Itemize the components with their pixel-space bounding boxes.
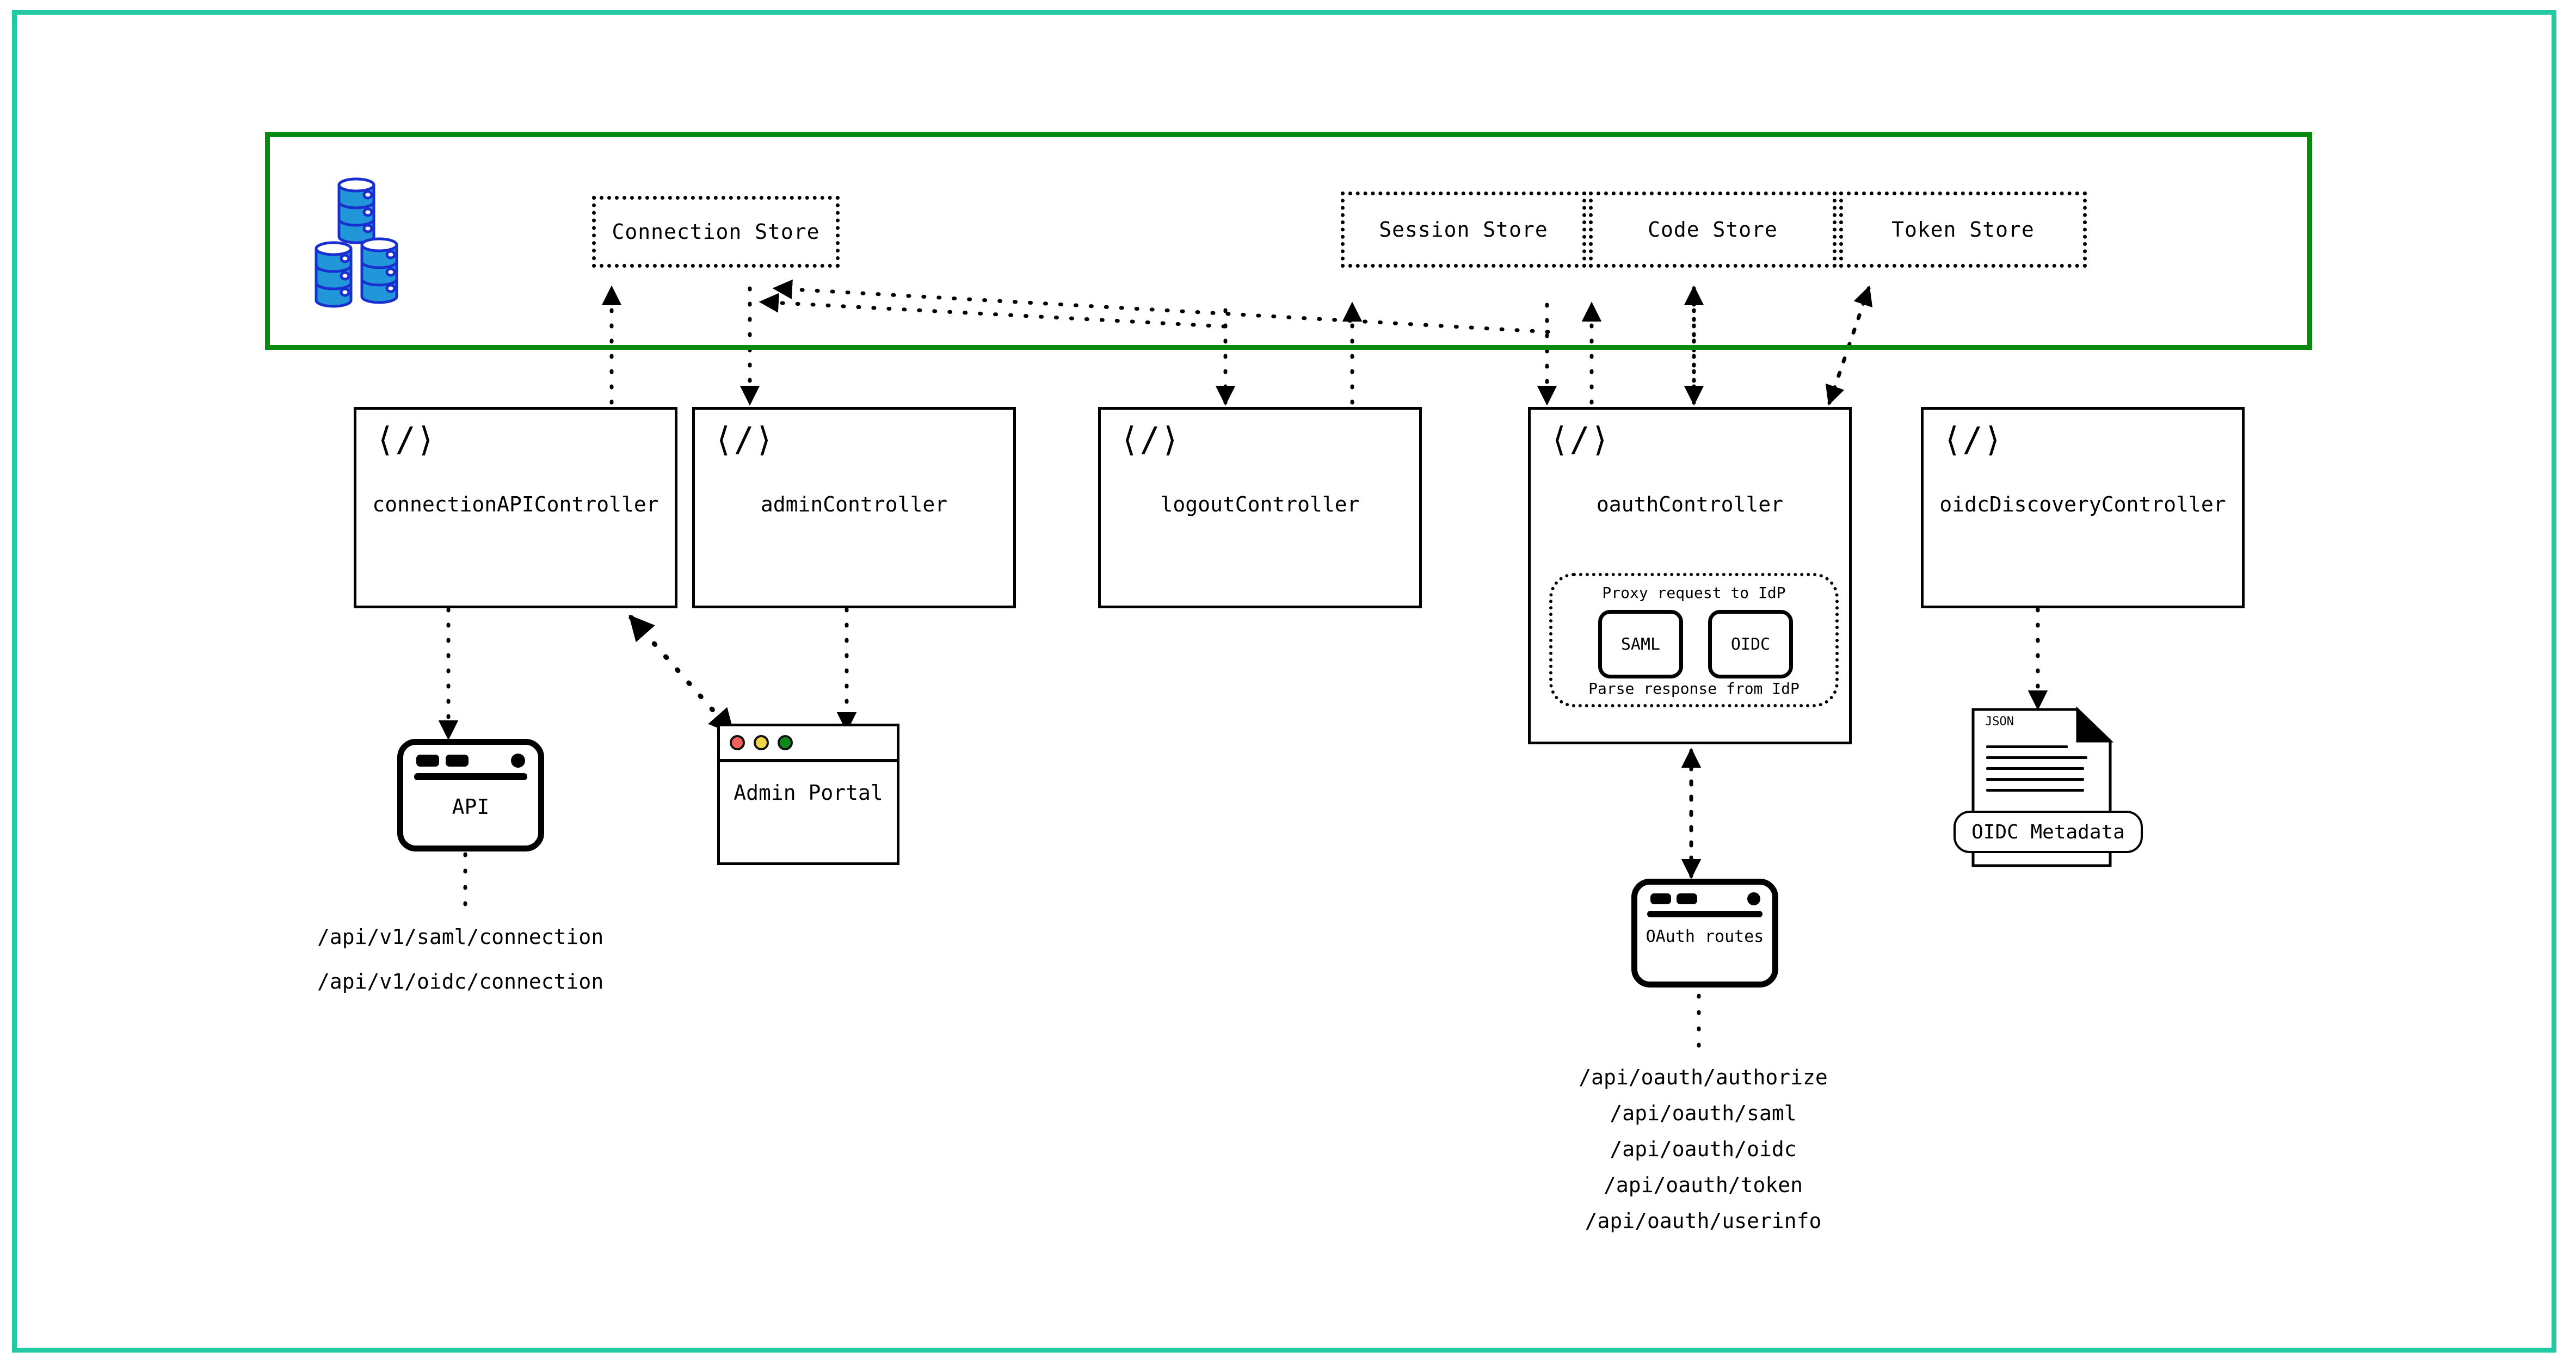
database-layer-container bbox=[265, 132, 2312, 350]
store-code-store[interactable]: Code Store bbox=[1589, 192, 1837, 268]
outer-frame bbox=[12, 10, 2556, 1353]
window-address-bar bbox=[1647, 911, 1762, 917]
controller-oauth-controller[interactable]: ⟨/⟩ oauthController Proxy request to IdP… bbox=[1528, 407, 1852, 744]
browser-window-icon-oauth-routes[interactable]: OAuth routes bbox=[1631, 879, 1778, 988]
connector-connectionapi-adminportal bbox=[628, 614, 735, 735]
window-control-dot bbox=[1747, 892, 1760, 905]
controller-label: connectionAPIController bbox=[372, 492, 659, 516]
doc-line bbox=[1986, 789, 2084, 792]
store-label: Token Store bbox=[1891, 218, 2035, 242]
code-icon: ⟨/⟩ bbox=[1942, 419, 2003, 459]
json-tag-label: JSON bbox=[1985, 715, 2014, 729]
controller-label: oidcDiscoveryController bbox=[1939, 492, 2226, 516]
database-stack-icon bbox=[307, 163, 443, 310]
traffic-light-red bbox=[730, 735, 745, 750]
window-control-square-2 bbox=[1677, 893, 1697, 904]
store-label: Code Store bbox=[1648, 218, 1778, 242]
idp-button-label: OIDC bbox=[1730, 634, 1771, 654]
doc-line bbox=[1986, 745, 2068, 748]
window-control-dot bbox=[511, 754, 525, 768]
window-control-square-2 bbox=[446, 755, 469, 767]
controller-label: adminController bbox=[760, 492, 948, 516]
controller-label: oauthController bbox=[1596, 492, 1784, 516]
doc-line bbox=[1986, 767, 2084, 770]
controller-connection-api-controller[interactable]: ⟨/⟩ connectionAPIController bbox=[354, 407, 677, 608]
controller-logout-controller[interactable]: ⟨/⟩ logoutController bbox=[1098, 407, 1422, 608]
idp-proxy-group: Proxy request to IdP SAML OIDC Parse res… bbox=[1549, 573, 1839, 707]
idp-button-oidc[interactable]: OIDC bbox=[1708, 610, 1793, 678]
oauth-endpoint-4: /api/oauth/userinfo bbox=[1585, 1209, 1822, 1233]
window-control-square-1 bbox=[1650, 893, 1671, 904]
controller-oidc-discovery-controller[interactable]: ⟨/⟩ oidcDiscoveryController bbox=[1921, 407, 2245, 608]
api-label: API bbox=[452, 795, 490, 819]
oidc-metadata-label-badge[interactable]: OIDC Metadata bbox=[1953, 811, 2143, 853]
browser-titlebar bbox=[720, 726, 897, 762]
oauth-routes-label: OAuth routes bbox=[1646, 927, 1764, 946]
doc-line bbox=[1986, 756, 2087, 759]
code-icon: ⟨/⟩ bbox=[1119, 419, 1180, 459]
store-connection-store[interactable]: Connection Store bbox=[592, 196, 840, 268]
controller-label: logoutController bbox=[1160, 492, 1360, 516]
store-token-store[interactable]: Token Store bbox=[1839, 192, 2087, 268]
code-icon: ⟨/⟩ bbox=[375, 419, 436, 459]
admin-portal-label: Admin Portal bbox=[734, 781, 883, 805]
window-address-bar bbox=[414, 773, 527, 780]
oauth-endpoint-2: /api/oauth/oidc bbox=[1610, 1137, 1797, 1161]
store-label: Session Store bbox=[1379, 218, 1548, 242]
oidc-metadata-label: OIDC Metadata bbox=[1971, 820, 2125, 843]
idp-proxy-request-label: Proxy request to IdP bbox=[1602, 584, 1786, 602]
code-icon: ⟨/⟩ bbox=[1549, 419, 1610, 459]
oauth-endpoint-1: /api/oauth/saml bbox=[1610, 1101, 1797, 1125]
controller-admin-controller[interactable]: ⟨/⟩ adminController bbox=[692, 407, 1016, 608]
window-control-square-1 bbox=[416, 755, 439, 767]
browser-window-icon-admin-portal[interactable]: Admin Portal bbox=[717, 724, 899, 865]
traffic-light-green bbox=[778, 735, 793, 750]
api-window-icon[interactable]: API bbox=[397, 739, 544, 851]
store-session-store[interactable]: Session Store bbox=[1341, 192, 1586, 268]
store-label: Connection Store bbox=[612, 220, 820, 244]
idp-parse-response-label: Parse response from IdP bbox=[1588, 680, 1799, 698]
connection-endpoint-0: /api/v1/saml/connection bbox=[317, 925, 604, 949]
oauth-endpoint-3: /api/oauth/token bbox=[1603, 1173, 1803, 1197]
idp-button-label: SAML bbox=[1620, 634, 1661, 654]
idp-button-saml[interactable]: SAML bbox=[1598, 610, 1683, 678]
code-icon: ⟨/⟩ bbox=[713, 419, 774, 459]
traffic-light-yellow bbox=[754, 735, 769, 750]
oauth-endpoint-0: /api/oauth/authorize bbox=[1579, 1065, 1828, 1089]
connection-endpoint-1: /api/v1/oidc/connection bbox=[317, 970, 604, 993]
doc-line bbox=[1986, 778, 2084, 781]
